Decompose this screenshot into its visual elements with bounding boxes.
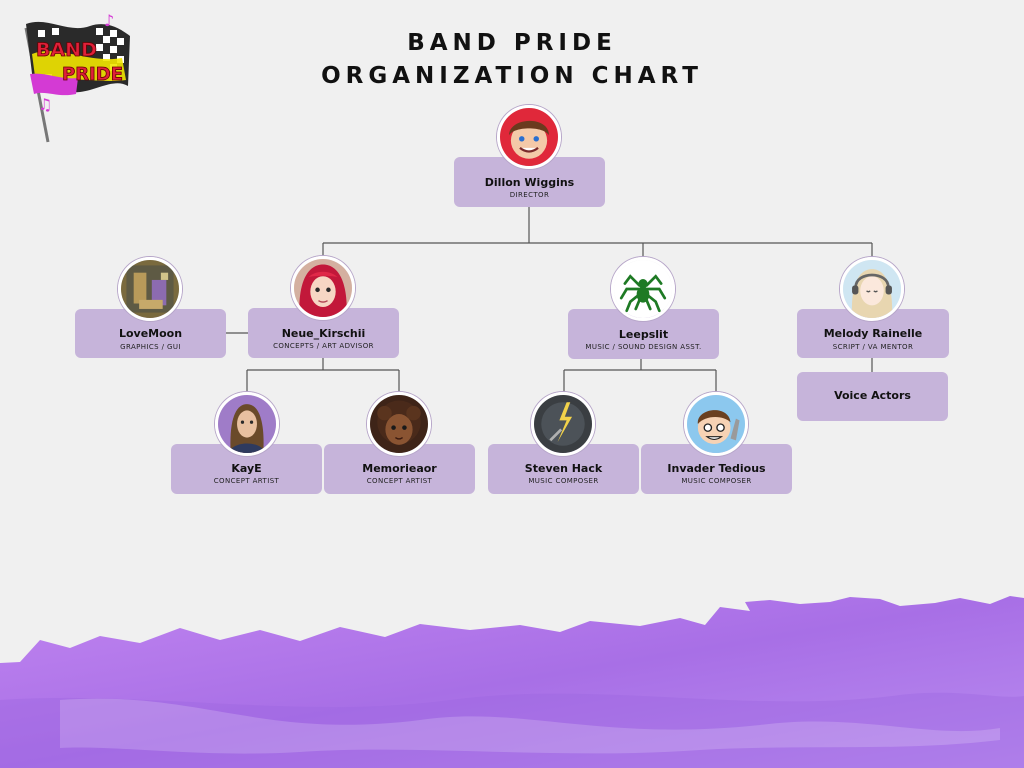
green-spider-avatar-icon [611, 257, 675, 321]
card-role: SCRIPT / VA MENTOR [832, 343, 914, 351]
chart-title-line1: BAND PRIDE [407, 30, 617, 56]
card-name: KayE [231, 462, 262, 475]
svg-text:♪: ♪ [104, 14, 114, 30]
card-neue-kirschii[interactable]: Neue_Kirschii CONCEPTS / ART ADVISOR [248, 308, 399, 358]
card-invader-tedious[interactable]: Invader Tedious MUSIC COMPOSER [641, 444, 792, 494]
card-name: Memorieaor [362, 462, 437, 475]
card-role: CONCEPT ARTIST [366, 477, 433, 485]
smiling-boy-avatar-icon [497, 105, 561, 169]
card-name: Dillon Wiggins [484, 176, 575, 189]
card-voice-actors[interactable]: Voice Actors [797, 372, 948, 421]
chart-title-line2: ORGANIZATION CHART [321, 63, 703, 89]
card-name: Voice Actors [834, 389, 911, 402]
card-role: GRAPHICS / GUI [120, 343, 181, 351]
logo-text-pride: PRIDE [62, 64, 123, 85]
card-lovemoon[interactable]: LoveMoon GRAPHICS / GUI [75, 309, 226, 358]
pixel-art-avatar-icon [118, 257, 182, 321]
waving-boy-avatar-icon [684, 392, 748, 456]
card-role: MUSIC COMPOSER [681, 477, 752, 485]
card-role: MUSIC COMPOSER [528, 477, 599, 485]
card-role: MUSIC / SOUND DESIGN ASST. [585, 343, 702, 351]
card-name: Invader Tedious [667, 462, 766, 475]
card-name: Leepslit [618, 328, 669, 341]
curly-haired-girl-avatar-icon [367, 392, 431, 456]
logo-text-band: BAND [36, 39, 97, 61]
card-role: CONCEPT ARTIST [213, 477, 280, 485]
card-name: Steven Hack [524, 462, 603, 475]
card-name: Neue_Kirschii [281, 327, 366, 340]
long-haired-man-avatar-icon [215, 392, 279, 456]
card-role: DIRECTOR [509, 191, 550, 199]
headphones-girl-avatar-icon [840, 257, 904, 321]
lightning-sword-avatar-icon [531, 392, 595, 456]
card-role: CONCEPTS / ART ADVISOR [273, 342, 374, 350]
svg-text:♫: ♫ [38, 95, 52, 114]
red-haired-girl-avatar-icon [291, 256, 355, 320]
band-pride-logo: BAND PRIDE ♪ ♫ [24, 14, 130, 143]
card-name: LoveMoon [118, 327, 183, 340]
card-name: Melody Rainelle [823, 327, 923, 340]
